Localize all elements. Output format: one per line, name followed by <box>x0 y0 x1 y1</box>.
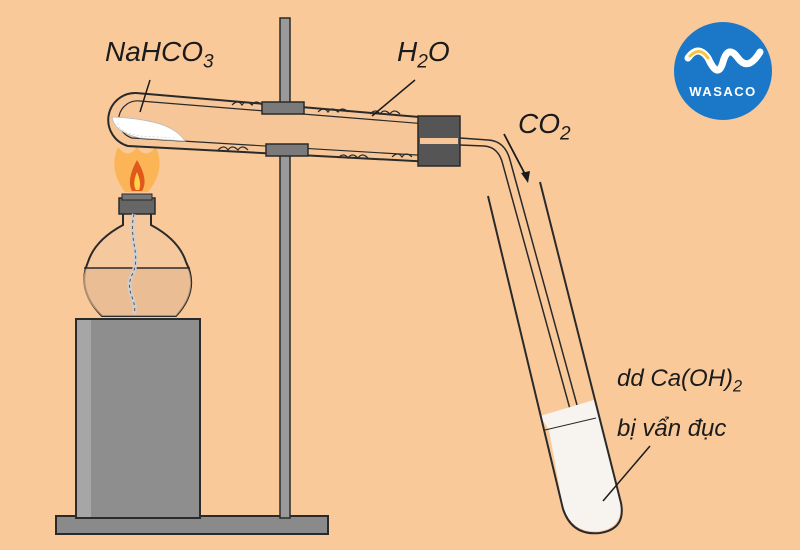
pointer-h2o <box>371 79 416 117</box>
label-nahco3: NaHCO3 <box>105 36 214 73</box>
label-solution-line1: dd Ca(OH)2 <box>617 365 743 396</box>
stopper-bore <box>420 138 458 144</box>
stand-rod <box>279 17 291 519</box>
clamp-bottom <box>265 143 309 157</box>
alcohol-burner <box>83 193 193 317</box>
test-tube-receiver <box>487 181 623 535</box>
support-block <box>75 318 201 519</box>
label-solution-line2: bị vẩn đục <box>617 415 727 442</box>
support-block-shade <box>77 320 91 517</box>
label-co2: CO2 <box>518 108 571 145</box>
delivery-tube <box>459 137 610 523</box>
pointer-solution <box>602 445 651 502</box>
logo-text: WASACO <box>689 84 757 99</box>
label-h2o: H2O <box>397 36 450 73</box>
flame <box>114 147 160 192</box>
clamp-top <box>261 101 305 115</box>
gas-flow-arrow <box>503 133 527 177</box>
wave-icon <box>684 47 764 74</box>
pointer-nahco3 <box>139 79 151 113</box>
delivery-tube-inner <box>459 144 602 523</box>
wasaco-logo: WASACO <box>674 22 772 120</box>
test-tube-heated <box>107 91 457 165</box>
